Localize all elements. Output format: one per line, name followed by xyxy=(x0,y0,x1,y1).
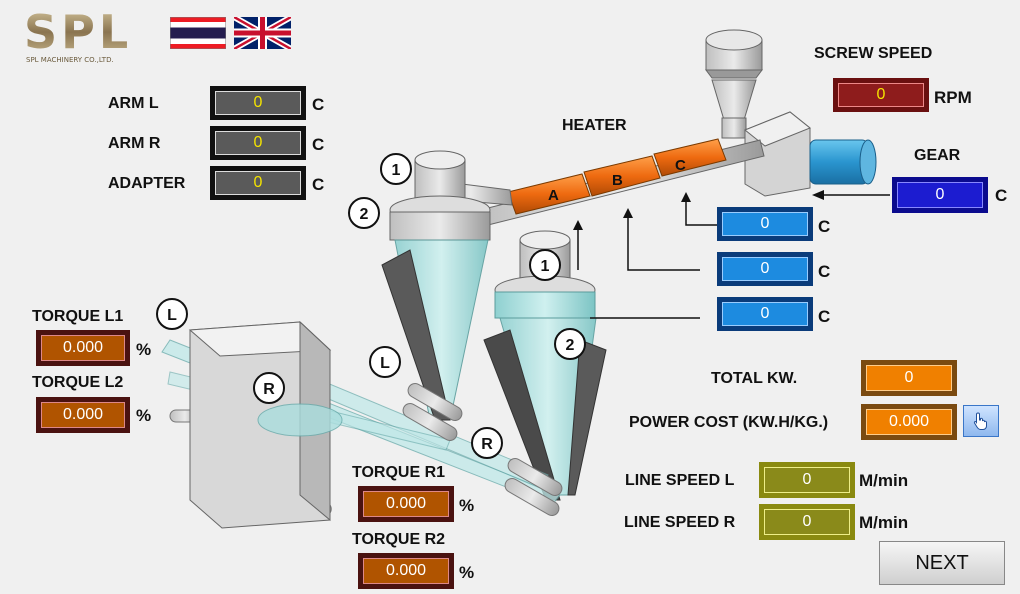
torque-l1-label: TORQUE L1 xyxy=(32,308,124,325)
screw-speed-display: 0 xyxy=(833,78,929,112)
arm-l-unit: C xyxy=(312,95,325,114)
adapter-temp-display: 0 xyxy=(210,166,306,200)
torque-l1-unit: % xyxy=(136,340,152,359)
torque-r1-label: TORQUE R1 xyxy=(352,464,446,481)
torque-r1-display: 0.000 xyxy=(358,486,454,522)
torque-l1-display: 0.000 xyxy=(36,330,130,366)
thailand-flag-icon[interactable] xyxy=(170,17,226,49)
marker-1-right: 1 xyxy=(541,258,550,275)
marker-2-right: 2 xyxy=(566,337,575,354)
hand-pointer-button[interactable] xyxy=(963,405,999,437)
heater-unit-c: C xyxy=(818,217,831,236)
hand-pointer-icon xyxy=(973,412,987,430)
gear-label: GEAR xyxy=(914,147,961,164)
spl-logo: SPL SPL MACHINERY CO.,LTD. xyxy=(24,10,132,64)
torque-r2-label: TORQUE R2 xyxy=(352,531,446,548)
marker-l-roller: L xyxy=(380,355,390,372)
adapter-label: ADAPTER xyxy=(108,175,186,192)
heater-bands xyxy=(507,138,727,215)
arm-r-unit: C xyxy=(312,135,325,154)
heater-zone-c: C xyxy=(675,157,686,174)
line-speed-l-display: 0 xyxy=(759,462,855,498)
torque-l2-display: 0.000 xyxy=(36,397,130,433)
heater-temp-display-b: 0 xyxy=(717,252,813,286)
heater-zone-a: A xyxy=(548,187,559,204)
line-speed-r-display: 0 xyxy=(759,504,855,540)
torque-l2-unit: % xyxy=(136,406,152,425)
torque-r2-unit: % xyxy=(459,563,475,582)
line-speed-l-unit: M/min xyxy=(859,471,909,490)
marker-l-winder: L xyxy=(167,307,177,324)
logo-subtitle: SPL MACHINERY CO.,LTD. xyxy=(26,56,114,64)
marker-r-winder: R xyxy=(263,381,275,398)
arm-r-label: ARM R xyxy=(108,135,161,152)
marker-2-left: 2 xyxy=(360,206,369,223)
heater-temp-display-a: 0 xyxy=(717,297,813,331)
uk-flag-icon[interactable] xyxy=(234,17,291,49)
total-kw-label: TOTAL KW. xyxy=(711,370,798,387)
arm-l-label: ARM L xyxy=(108,95,159,112)
heater-label: HEATER xyxy=(562,117,627,134)
heater-temp-display-c: 0 xyxy=(717,207,813,241)
heater-unit-a: C xyxy=(818,307,831,326)
total-kw-display: 0 xyxy=(861,360,957,396)
screw-speed-label: SCREW SPEED xyxy=(814,45,933,62)
power-cost-display: 0.000 xyxy=(861,404,957,440)
torque-l2-label: TORQUE L2 xyxy=(32,374,124,391)
gear-temp-display: 0 xyxy=(892,177,988,213)
power-cost-label: POWER COST (KW.H/KG.) xyxy=(629,414,829,431)
torque-r2-display: 0.000 xyxy=(358,553,454,589)
marker-1-left: 1 xyxy=(392,162,401,179)
arm-r-temp-display: 0 xyxy=(210,126,306,160)
torque-r1-unit: % xyxy=(459,496,475,515)
screw-speed-unit: RPM xyxy=(934,88,972,107)
marker-r-roller: R xyxy=(481,436,493,453)
heater-zone-b: B xyxy=(612,172,623,189)
arm-l-temp-display: 0 xyxy=(210,86,306,120)
adapter-unit: C xyxy=(312,175,325,194)
svg-text:SPL: SPL xyxy=(24,10,132,59)
line-speed-r-unit: M/min xyxy=(859,513,909,532)
next-button[interactable]: NEXT xyxy=(879,541,1005,585)
gear-unit: C xyxy=(995,186,1008,205)
line-speed-r-label: LINE SPEED R xyxy=(624,514,736,531)
heater-unit-b: C xyxy=(818,262,831,281)
line-speed-l-label: LINE SPEED L xyxy=(625,472,735,489)
